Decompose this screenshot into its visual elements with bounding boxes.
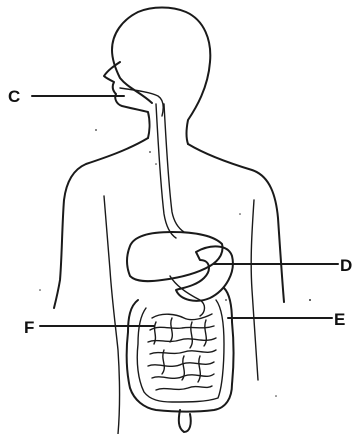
esophagus-right [164,104,184,232]
label-c: C [8,87,20,106]
left-torso-side [104,196,120,434]
head-outline [112,8,210,145]
label-e: E [334,310,345,329]
rectum [179,410,191,432]
scan-specks [39,129,311,397]
large-intestine [127,288,234,412]
left-shoulder-arm [54,138,148,308]
label-d: D [340,256,352,275]
face-profile [104,62,150,138]
stomach [176,246,233,300]
right-torso-side [251,200,258,380]
label-f: F [24,318,34,337]
small-intestine [148,314,216,390]
